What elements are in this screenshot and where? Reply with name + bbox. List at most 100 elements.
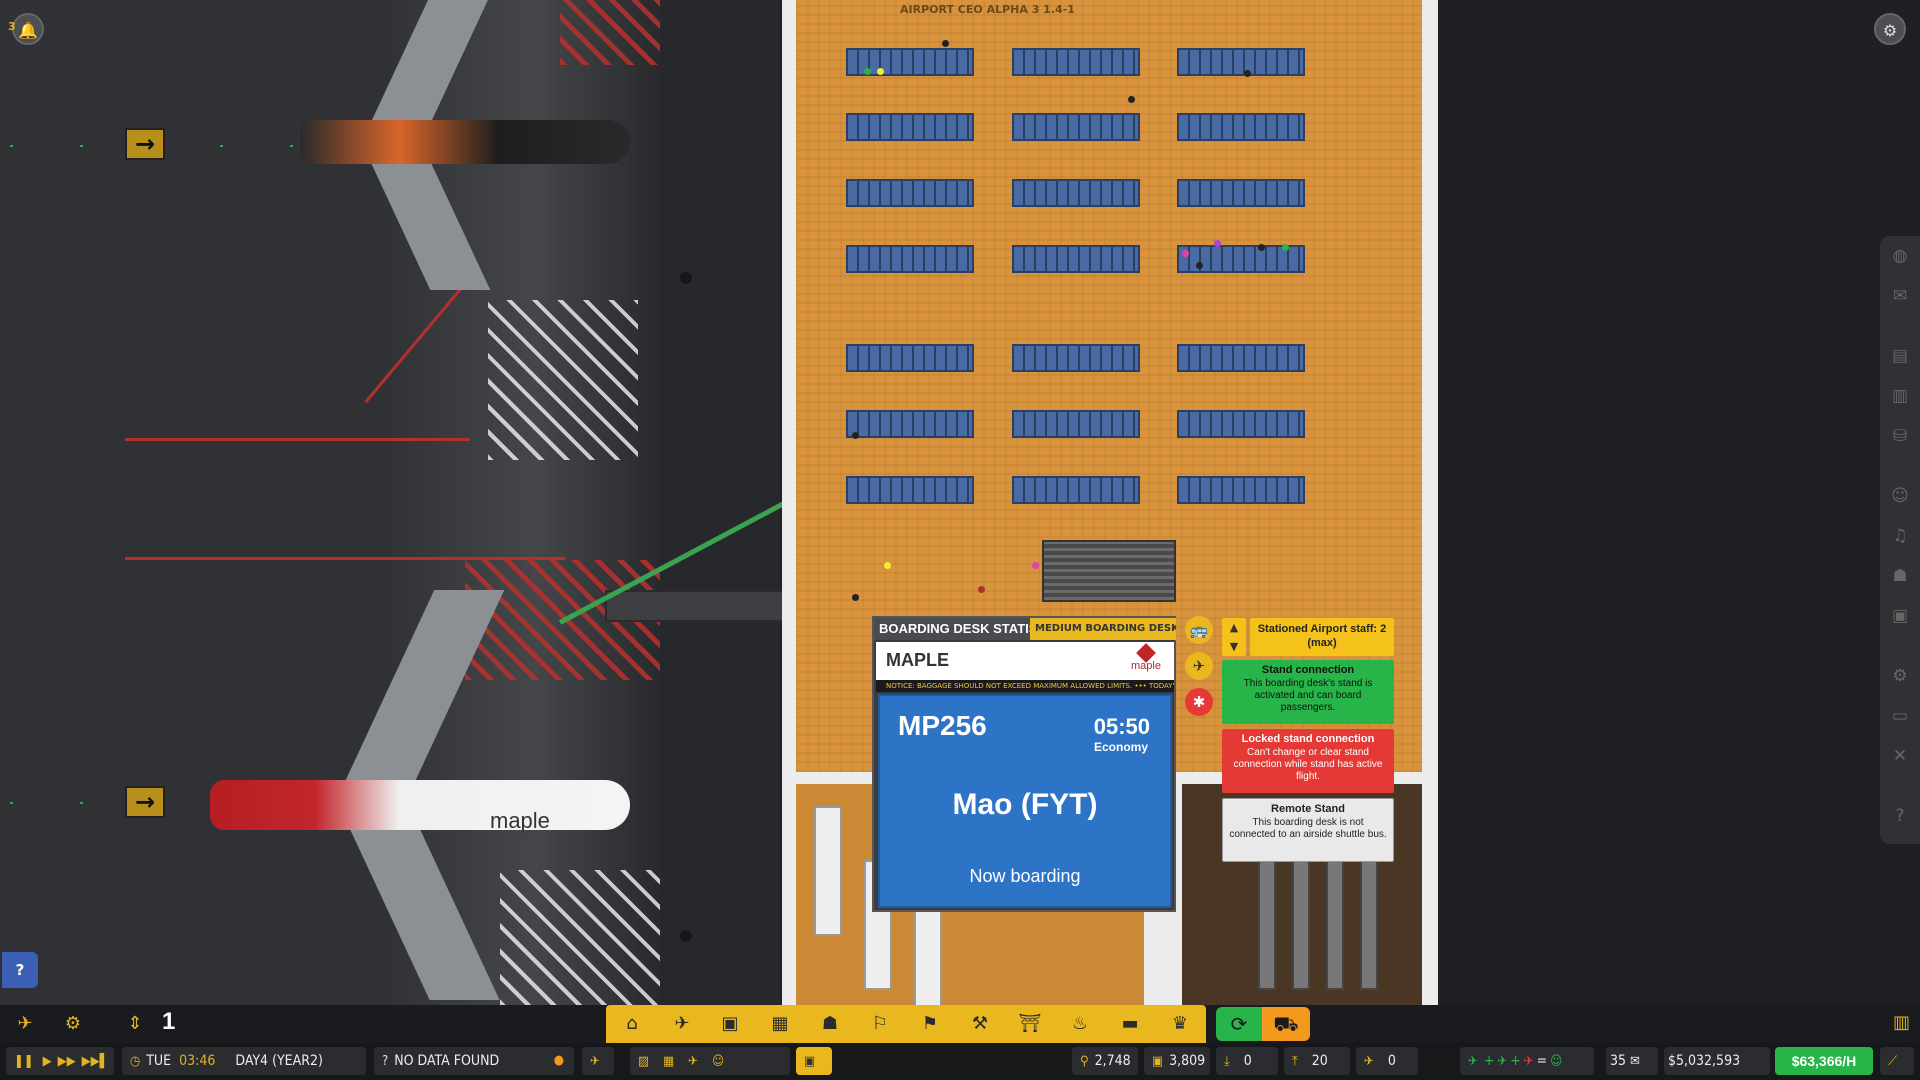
- monitor-icon[interactable]: ▭: [1891, 706, 1909, 726]
- flight-status-summary[interactable]: ✈+✈+✈=☺: [1460, 1047, 1594, 1075]
- airplane-icon[interactable]: ✈: [1185, 652, 1213, 680]
- play-icon[interactable]: ▶: [42, 1054, 52, 1069]
- bulldoze-button[interactable]: ⛟: [1262, 1007, 1310, 1041]
- shop-icon[interactable]: ⛩: [1018, 1013, 1042, 1034]
- passenger[interactable]: [1182, 250, 1189, 257]
- passenger[interactable]: [1258, 244, 1265, 251]
- boarding-desk-window[interactable]: BOARDING DESK STATISTICS MEDIUM BOARDING…: [872, 616, 1176, 912]
- seat-row[interactable]: [846, 113, 974, 141]
- baggage-belt[interactable]: [1360, 840, 1378, 990]
- income-rate[interactable]: $63,366/H: [1775, 1047, 1873, 1075]
- pause-icon[interactable]: ❚❚: [14, 1054, 34, 1069]
- staff-stepper[interactable]: ▲ ▼: [1222, 618, 1246, 656]
- seat-row[interactable]: [1012, 245, 1140, 273]
- mail-count[interactable]: 35✉: [1606, 1047, 1658, 1075]
- seat-row[interactable]: [1012, 48, 1140, 76]
- seat-row[interactable]: [1012, 344, 1140, 372]
- zones-button[interactable]: ⟳: [1216, 1007, 1262, 1041]
- fast-forward-icon[interactable]: ▶▶: [57, 1054, 76, 1069]
- seat-row[interactable]: [1177, 344, 1305, 372]
- line-chart-icon[interactable]: ⟋: [1888, 1054, 1898, 1069]
- passenger[interactable]: [942, 40, 949, 47]
- floor-switch-icon[interactable]: ⇕: [127, 1013, 143, 1034]
- bag-tool[interactable]: ▣: [796, 1047, 832, 1075]
- settings-button[interactable]: ⚙: [1874, 13, 1906, 45]
- shuttle-bus-icon[interactable]: 🚌: [1185, 616, 1213, 644]
- check-in-icon[interactable]: ⌂: [626, 1013, 638, 1034]
- passenger[interactable]: [978, 586, 985, 593]
- passenger[interactable]: [1196, 262, 1203, 269]
- flight-planner-icon[interactable]: ✈: [17, 1013, 33, 1034]
- finance-graph[interactable]: ⟋: [1880, 1047, 1914, 1075]
- staff-person-icon[interactable]: ☗: [821, 1013, 839, 1034]
- boarding-desk-statistics-tab[interactable]: BOARDING DESK STATISTICS: [874, 618, 1030, 640]
- desk-icon[interactable]: ⚑: [921, 1013, 939, 1034]
- staff-icon[interactable]: ☗: [1892, 566, 1908, 586]
- passenger[interactable]: [864, 68, 871, 75]
- fastest-icon[interactable]: ▶▶▌: [81, 1054, 109, 1069]
- help-icon[interactable]: ?: [1895, 806, 1905, 826]
- seat-row[interactable]: [1177, 476, 1305, 504]
- aircraft-2[interactable]: maple: [190, 590, 640, 1000]
- passenger-overlay-icon[interactable]: ☺: [711, 1054, 725, 1069]
- shopping-bag-icon[interactable]: ▣: [804, 1054, 816, 1069]
- passenger[interactable]: [1214, 240, 1221, 247]
- seat-row[interactable]: [1012, 113, 1140, 141]
- seat-row[interactable]: [1177, 179, 1305, 207]
- security-icon[interactable]: ⚐: [871, 1013, 889, 1034]
- zone-icon[interactable]: ▨: [638, 1054, 650, 1069]
- seat-row[interactable]: [846, 410, 974, 438]
- bar-chart-icon[interactable]: ▥: [1891, 386, 1909, 406]
- food-icon[interactable]: ♨: [1071, 1013, 1089, 1034]
- jet-bridge[interactable]: [605, 590, 785, 622]
- finance-icon[interactable]: ⛁: [1892, 426, 1908, 446]
- escalator[interactable]: [1042, 540, 1176, 602]
- chevron-down-icon[interactable]: ▼: [1229, 640, 1239, 653]
- seat-row[interactable]: [1177, 113, 1305, 141]
- baggage-belt[interactable]: [1326, 840, 1344, 990]
- flight-tools[interactable]: ✈: [582, 1047, 614, 1075]
- globe-icon[interactable]: ◍: [1892, 246, 1908, 266]
- time-controls[interactable]: ❚❚▶▶▶▶▶▌: [6, 1047, 114, 1075]
- aircraft-stand-icon[interactable]: ✈: [674, 1013, 690, 1034]
- mail-icon[interactable]: ✉: [1892, 286, 1908, 306]
- seat-row[interactable]: [1177, 410, 1305, 438]
- seat-row[interactable]: [846, 476, 974, 504]
- tools-icon[interactable]: ✕: [1892, 746, 1908, 766]
- cleaning-icon[interactable]: ⚒: [971, 1013, 989, 1034]
- cog-tools-icon[interactable]: ⚙: [64, 1013, 82, 1034]
- plane-overlay-icon[interactable]: ✈: [688, 1054, 698, 1069]
- seat-row[interactable]: [846, 245, 974, 273]
- seat-row[interactable]: [846, 344, 974, 372]
- passenger[interactable]: [1032, 562, 1039, 569]
- baggage-icon[interactable]: ▦: [771, 1013, 789, 1034]
- seat-row[interactable]: [1012, 410, 1140, 438]
- aircraft-1[interactable]: [260, 0, 640, 300]
- passenger[interactable]: [852, 432, 859, 439]
- seat-row[interactable]: [1012, 476, 1140, 504]
- passenger[interactable]: [884, 562, 891, 569]
- boarding-desk-name-tab[interactable]: MEDIUM BOARDING DESK 16: [1030, 618, 1176, 640]
- stats-chart-icon[interactable]: ▥: [1892, 1012, 1910, 1033]
- passenger[interactable]: [1128, 96, 1135, 103]
- apron-area[interactable]: [0, 0, 660, 1005]
- bell-outline-icon[interactable]: ♫: [1892, 526, 1908, 546]
- chevron-up-icon[interactable]: ▲: [1229, 621, 1239, 634]
- balance-display[interactable]: $5,032,593: [1664, 1047, 1770, 1075]
- passenger[interactable]: [1244, 70, 1251, 77]
- person-icon[interactable]: ☺: [1891, 486, 1909, 506]
- clipboard-icon[interactable]: ▤: [1891, 346, 1909, 366]
- security-lane[interactable]: [814, 806, 842, 936]
- passenger[interactable]: [1282, 244, 1289, 251]
- seat-row[interactable]: [1012, 179, 1140, 207]
- help-button[interactable]: ?: [2, 952, 38, 988]
- passenger[interactable]: [877, 68, 884, 75]
- seating-icon[interactable]: ▬: [1121, 1013, 1139, 1034]
- grid-icon[interactable]: ▦: [663, 1054, 675, 1069]
- seat-row[interactable]: [1177, 48, 1305, 76]
- flight-icon[interactable]: ✈: [590, 1054, 600, 1069]
- vehicle-icon[interactable]: ▣: [1891, 606, 1909, 626]
- decoration-icon[interactable]: ♛: [1171, 1013, 1189, 1034]
- passenger[interactable]: [852, 594, 859, 601]
